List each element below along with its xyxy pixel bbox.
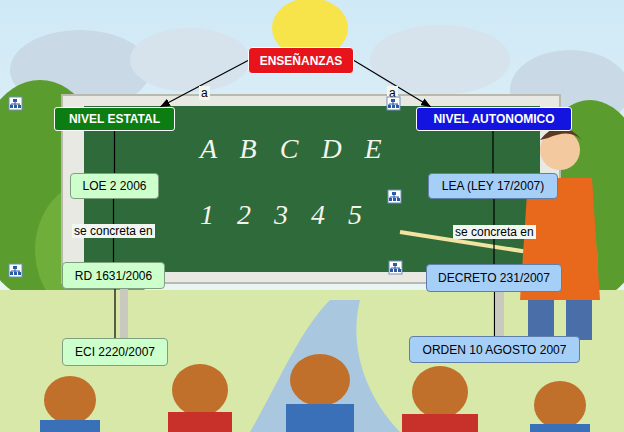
decree-box: DECRETO 231/2007 (426, 264, 562, 292)
hierarchy-icon (389, 261, 402, 274)
edge-label: se concreta en (72, 224, 155, 238)
node-text: NIVEL AUTONOMICO (433, 112, 554, 126)
node-text: LOE 2 2006 (82, 179, 146, 193)
chalk-text: A B C D E (200, 134, 390, 164)
connector (492, 131, 493, 173)
node-text: LEA (LEY 17/2007) (442, 179, 545, 193)
node-text: ENSEÑANZAS (260, 54, 343, 68)
node-text: NIVEL ESTATAL (69, 112, 160, 126)
connector (114, 289, 115, 338)
law-box: LOE 2 2006 (70, 173, 159, 199)
level-box: NIVEL AUTONOMICO (416, 107, 572, 131)
node-text: DECRETO 231/2007 (438, 271, 550, 285)
node-text: RD 1631/2006 (75, 269, 152, 283)
hierarchy-icon (388, 190, 401, 203)
connector (160, 61, 248, 108)
order-box: ORDEN 10 AGOSTO 2007 (409, 336, 580, 363)
connector (114, 131, 115, 173)
chalk-text: 1 2 3 4 5 (200, 200, 370, 230)
law-box: LEA (LEY 17/2007) (428, 173, 558, 199)
hierarchy-icon (9, 264, 22, 277)
decree-box: RD 1631/2006 (62, 262, 165, 289)
edge-label: se concreta en (453, 225, 536, 239)
order-box: ECI 2220/2007 (62, 338, 168, 366)
node-text: ORDEN 10 AGOSTO 2007 (423, 343, 567, 357)
hierarchy-icon (9, 97, 22, 110)
root-box: ENSEÑANZAS (248, 47, 354, 74)
connector (494, 292, 495, 336)
connector (354, 61, 431, 108)
edge-label: a (387, 86, 398, 100)
level-box: NIVEL ESTATAL (54, 107, 175, 131)
node-text: ECI 2220/2007 (75, 345, 155, 359)
edge-label: a (199, 86, 210, 100)
